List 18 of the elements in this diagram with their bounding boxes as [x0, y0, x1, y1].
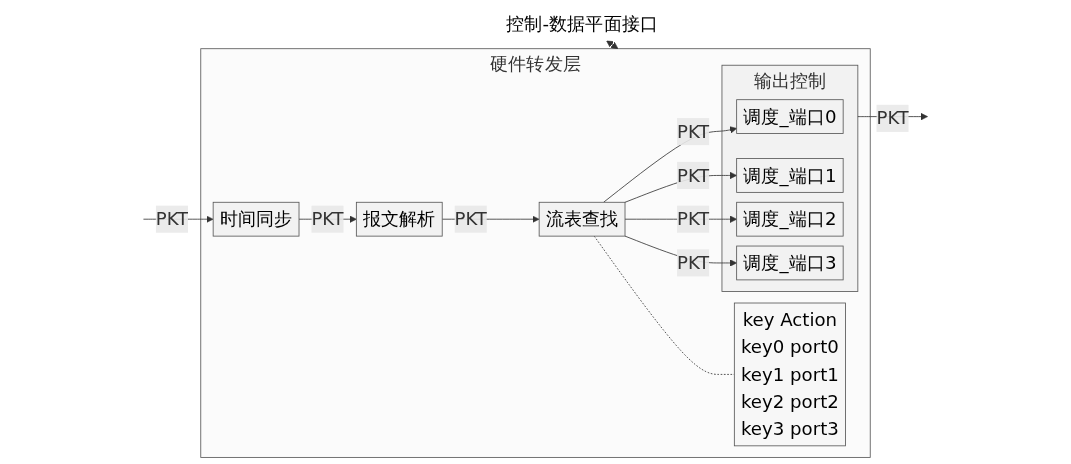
node-box: key Action key0 port0 key1 port1 key2 port2 key3 port3 [733, 302, 846, 447]
node-box: 调度_端口3 [736, 245, 844, 281]
node-box: 调度_端口0 [736, 99, 844, 134]
node-box: 报文解析 [355, 201, 443, 237]
edge-label: PKT [677, 252, 710, 274]
node-box: 调度_端口1 [736, 158, 844, 193]
edge-label: PKT [876, 107, 909, 129]
arrow [606, 40, 619, 50]
edge-label: PKT [677, 208, 710, 230]
edge-label: PKT [677, 165, 710, 186]
node-box: 时间同步 [212, 201, 300, 237]
edge-label: PKT [155, 208, 189, 230]
node-box: 流表查找 [538, 201, 626, 237]
edge-label: PKT [454, 208, 488, 230]
edge-label: PKT [311, 208, 344, 230]
node-box: 调度_端口2 [736, 201, 844, 237]
edge-label: PKT [677, 121, 710, 143]
node-text: 控制-数据平面接口 [506, 13, 659, 34]
